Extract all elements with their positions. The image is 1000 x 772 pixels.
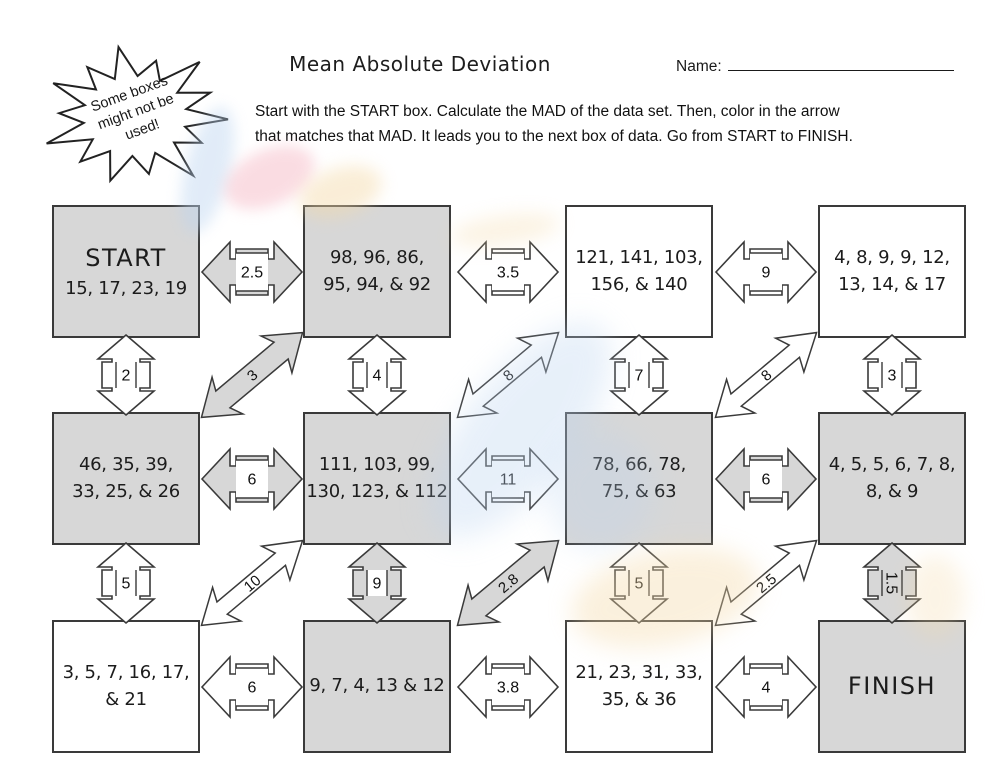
data-set-text: 4, 5, 5, 6, 7, 8, (828, 454, 956, 476)
diagonal-arrow-gap2-1[interactable]: 10 (177, 523, 327, 643)
data-box-r1c3: 121, 141, 103, 156, & 140 (565, 205, 713, 338)
data-set-text: 46, 35, 39, (78, 454, 174, 476)
data-set-text: 13, 14, & 17 (838, 273, 946, 295)
data-set-text: 75, & 63 (601, 480, 677, 502)
diagonal-arrow-gap1-3[interactable]: 8 (691, 315, 841, 435)
h-arrow-row1-gap1[interactable]: 2.5 (200, 234, 303, 310)
worksheet-title: Mean Absolute Deviation (289, 52, 551, 76)
instructions: Start with the START box. Calculate the … (255, 100, 965, 150)
data-box-r3c3: 21, 23, 31, 33, 35, & 36 (565, 620, 713, 753)
h-arrow-row2-gap3[interactable]: 6 (714, 441, 817, 517)
arrow-label: 6 (247, 471, 256, 488)
data-set-text: 21, 23, 31, 33, (575, 662, 703, 684)
arrow-label: 11 (500, 471, 517, 488)
v-arrow-col3-gap2[interactable]: 5 (608, 541, 670, 624)
arrow-label: 4 (761, 679, 770, 696)
data-set-text: 33, 25, & 26 (72, 480, 180, 502)
v-arrow-col4-gap1[interactable]: 3 (861, 333, 923, 417)
name-blank-field[interactable] (727, 55, 954, 71)
h-arrow-row1-gap2[interactable]: 3.5 (456, 234, 560, 310)
h-arrow-row2-gap1[interactable]: 6 (200, 441, 303, 517)
data-set-text: 130, 123, & 112 (306, 480, 448, 502)
v-arrow-col1-gap1[interactable]: 2 (95, 333, 157, 417)
data-set-text: 121, 141, 103, (575, 247, 703, 269)
h-arrow-row3-gap1[interactable]: 6 (200, 649, 303, 725)
arrow-body (456, 539, 560, 626)
data-set-text: 95, 94, & 92 (323, 273, 431, 295)
arrow-label: 5 (122, 575, 131, 592)
instructions-line-1: Start with the START box. Calculate the … (255, 103, 840, 120)
arrow-label: 6 (247, 679, 256, 696)
arrow-label: 6 (761, 471, 770, 488)
arrow-label: 2.5 (240, 264, 262, 281)
data-set-text: 156, & 140 (590, 273, 688, 295)
v-arrow-col2-gap1[interactable]: 4 (346, 333, 408, 417)
arrow-body (713, 539, 818, 626)
finish-box: FINISH (818, 620, 966, 753)
arrow-body (199, 331, 304, 419)
data-box-r1c2: 98, 96, 86, 95, 94, & 92 (303, 205, 451, 338)
data-set-text: 98, 96, 86, (329, 247, 425, 269)
data-set-text: 8, & 9 (865, 480, 919, 502)
arrow-body (456, 331, 560, 419)
v-arrow-col4-gap2[interactable]: 1.5 (861, 541, 923, 624)
arrow-label: 7 (635, 368, 644, 385)
data-set-text: & 21 (105, 688, 147, 710)
data-set-text: 4, 8, 9, 9, 12, (834, 247, 950, 269)
arrow-label: 9 (373, 575, 382, 592)
data-set-text: 3, 5, 7, 16, 17, (62, 662, 190, 684)
name-label: Name: (676, 58, 722, 75)
arrow-body (199, 539, 304, 626)
diagonal-arrow-gap1-2[interactable]: 8 (433, 315, 583, 435)
data-set-text: 111, 103, 99, (318, 454, 436, 476)
data-box-r3c1: 3, 5, 7, 16, 17, & 21 (52, 620, 200, 753)
v-arrow-col1-gap2[interactable]: 5 (95, 541, 157, 624)
arrow-label: 3.8 (497, 679, 519, 696)
h-arrow-row3-gap3[interactable]: 4 (714, 649, 817, 725)
finish-label: FINISH (847, 672, 937, 701)
data-box-r3c2: 9, 7, 4, 13 & 12 (303, 620, 451, 753)
arrow-body (713, 331, 818, 419)
diagonal-arrow-gap2-2[interactable]: 2.8 (433, 523, 583, 643)
arrow-label: 4 (373, 368, 382, 385)
h-arrow-row1-gap3[interactable]: 9 (714, 234, 817, 310)
name-line: Name: (676, 55, 954, 76)
data-set-text: 35, & 36 (601, 688, 677, 710)
diagonal-arrow-gap1-1[interactable]: 3 (177, 315, 327, 435)
arrow-label: 3.5 (497, 264, 519, 281)
h-arrow-row2-gap2[interactable]: 11 (456, 441, 560, 517)
data-set-text: 15, 17, 23, 19 (65, 277, 187, 299)
v-arrow-col2-gap2[interactable]: 9 (346, 541, 408, 624)
start-label: START (85, 244, 167, 273)
data-set-text: 78, 66, 78, (591, 454, 687, 476)
starburst-shape (46, 44, 229, 184)
instructions-line-2: that matches that MAD. It leads you to t… (255, 127, 853, 145)
v-arrow-col3-gap1[interactable]: 7 (608, 333, 670, 417)
arrow-label: 2 (122, 368, 131, 385)
h-arrow-row3-gap2[interactable]: 3.8 (456, 649, 560, 725)
start-box: START 15, 17, 23, 19 (52, 205, 200, 338)
data-set-text: 9, 7, 4, 13 & 12 (309, 675, 445, 697)
arrow-label: 5 (635, 575, 644, 592)
data-box-r2c3: 78, 66, 78, 75, & 63 (565, 412, 713, 545)
arrow-label: 9 (761, 264, 770, 281)
diagonal-arrow-gap2-3[interactable]: 2.5 (691, 523, 841, 643)
arrow-label: 1.5 (883, 571, 900, 593)
arrow-label: 3 (888, 368, 897, 385)
